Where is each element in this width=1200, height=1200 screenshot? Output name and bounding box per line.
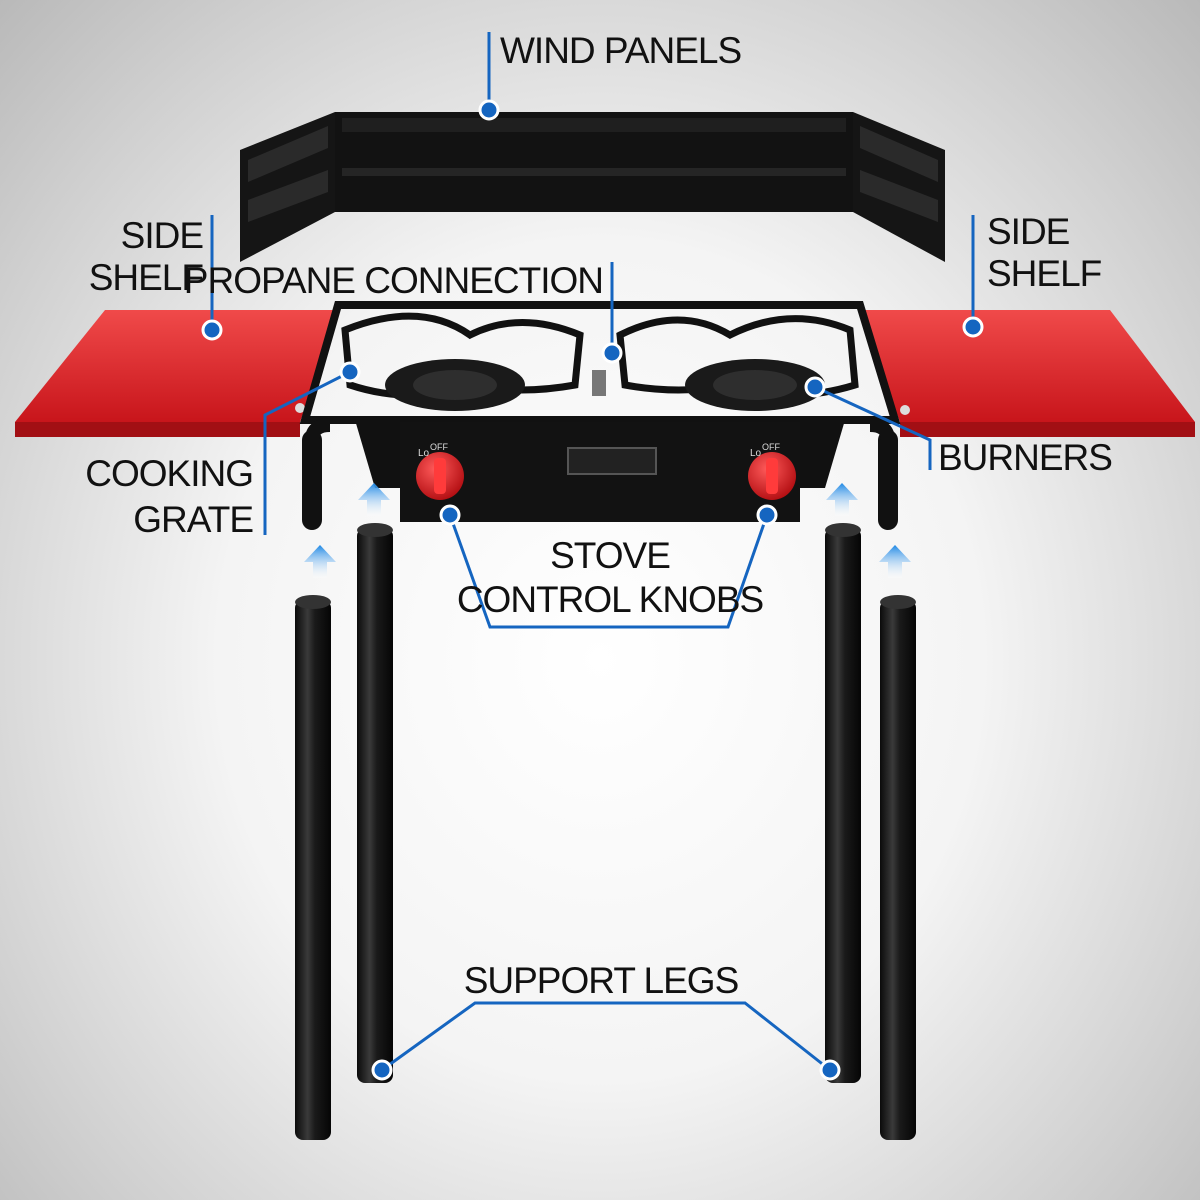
label-support-legs: SUPPORT LEGS [464,960,739,1001]
label-side-shelf-left-line2: SHELF [89,257,204,298]
arrow-up-icon [304,545,336,578]
knob-left-off: OFF [430,442,448,452]
support-leg-1 [295,600,331,1140]
label-side-shelf-right-line2: SHELF [987,253,1102,294]
knob-right-off: OFF [762,442,780,452]
knob-right-lo: Lo [750,448,762,459]
side-shelf-right [860,310,1195,437]
label-side-shelf-right-line1: SIDE [987,211,1070,252]
support-leg-3 [825,528,861,1083]
label-cooking-grate-line1: COOKING [85,453,253,494]
support-legs [295,523,916,1140]
wind-panels [240,112,945,262]
stove-frame [299,301,901,530]
brand-plate [567,447,657,475]
callout-leaders [201,32,984,1081]
arrow-up-icon [358,483,390,516]
label-stove-control-knobs-line2: CONTROL KNOBS [457,579,763,620]
side-shelf-left [15,310,338,437]
knob-left: Lo OFF [416,442,464,500]
knob-left-lo: Lo [418,448,430,459]
label-cooking-grate-line2: GRATE [133,499,253,540]
burners [385,359,825,411]
support-leg-2 [357,528,393,1083]
label-wind-panels: WIND PANELS [500,30,741,71]
assembly-arrows [304,483,911,578]
propane-fitting [592,370,606,396]
label-stove-control-knobs-line1: STOVE [550,535,670,576]
arrow-up-icon [826,483,858,516]
label-burners: BURNERS [938,437,1112,478]
label-side-shelf-left-line1: SIDE [121,215,204,256]
knob-right: Lo OFF [748,442,796,500]
arrow-up-icon [879,545,911,578]
label-propane-connection: PROPANE CONNECTION [184,260,603,301]
support-leg-4 [880,600,916,1140]
callout-labels: WIND PANELS SIDE SHELF SIDE SHELF PROPAN… [85,30,1113,1001]
